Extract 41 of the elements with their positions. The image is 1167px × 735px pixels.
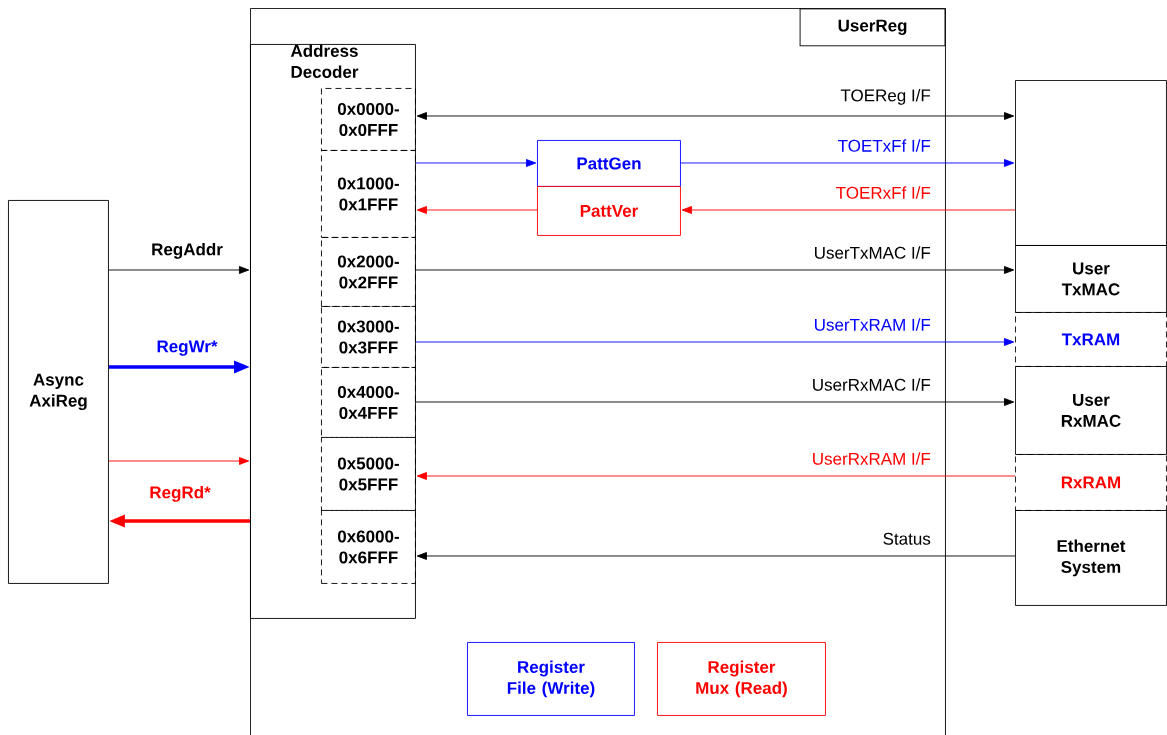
module-box	[1015, 80, 1167, 246]
address-range-box: 0x5000- 0x5FFF	[321, 437, 416, 511]
module-box: PattGen	[537, 140, 681, 187]
module-box: Register Mux (Read)	[657, 642, 826, 716]
memory-box: TxRAM	[1015, 312, 1167, 367]
arrow	[681, 206, 1016, 214]
edge-label: TOERxFf I/F	[834, 185, 932, 200]
edge-label: UserRxRAM I/F	[810, 451, 932, 466]
edge-label: Status	[881, 531, 932, 546]
memory-box: RxRAM	[1015, 454, 1167, 511]
arrow	[416, 472, 1016, 480]
arrow	[415, 398, 1015, 406]
edge-label: UserRxMAC I/F	[810, 377, 932, 392]
arrow	[108, 266, 250, 274]
edge-label: RegAddr	[150, 241, 224, 260]
edge-label: TOEReg I/F	[839, 87, 932, 106]
edge-label: TOETxFf I/F	[836, 138, 932, 153]
arrow	[415, 266, 1015, 274]
edge-label: UserTxMAC I/F	[812, 245, 932, 260]
address-range-box: 0x0000- 0x0FFF	[321, 88, 416, 151]
arrow	[415, 159, 537, 167]
module-box: Register File (Write)	[467, 642, 635, 716]
address-range-box: 0x3000- 0x3FFF	[321, 306, 416, 368]
module-box: User TxMAC	[1015, 245, 1167, 313]
arrow	[108, 457, 250, 465]
address-range-box: 0x4000- 0x4FFF	[321, 367, 416, 438]
address-range-box: 0x2000- 0x2FFF	[321, 237, 416, 307]
arrow	[416, 206, 538, 214]
module-box: Async AxiReg	[8, 200, 109, 584]
arrow	[416, 112, 1015, 120]
module-box: PattVer	[537, 186, 681, 236]
module-box: Ethernet System	[1015, 510, 1167, 606]
edge-label: RegWr*	[155, 339, 219, 357]
module-box: User RxMAC	[1015, 366, 1167, 455]
arrow	[416, 552, 1016, 560]
address-range-box: 0x6000- 0x6FFF	[321, 510, 416, 584]
arrow	[415, 338, 1015, 346]
edge-label: UserTxRAM I/F	[812, 317, 932, 332]
arrow	[680, 159, 1015, 167]
address-range-box: 0x1000- 0x1FFF	[321, 150, 416, 238]
edge-label: RegRd*	[148, 484, 212, 503]
